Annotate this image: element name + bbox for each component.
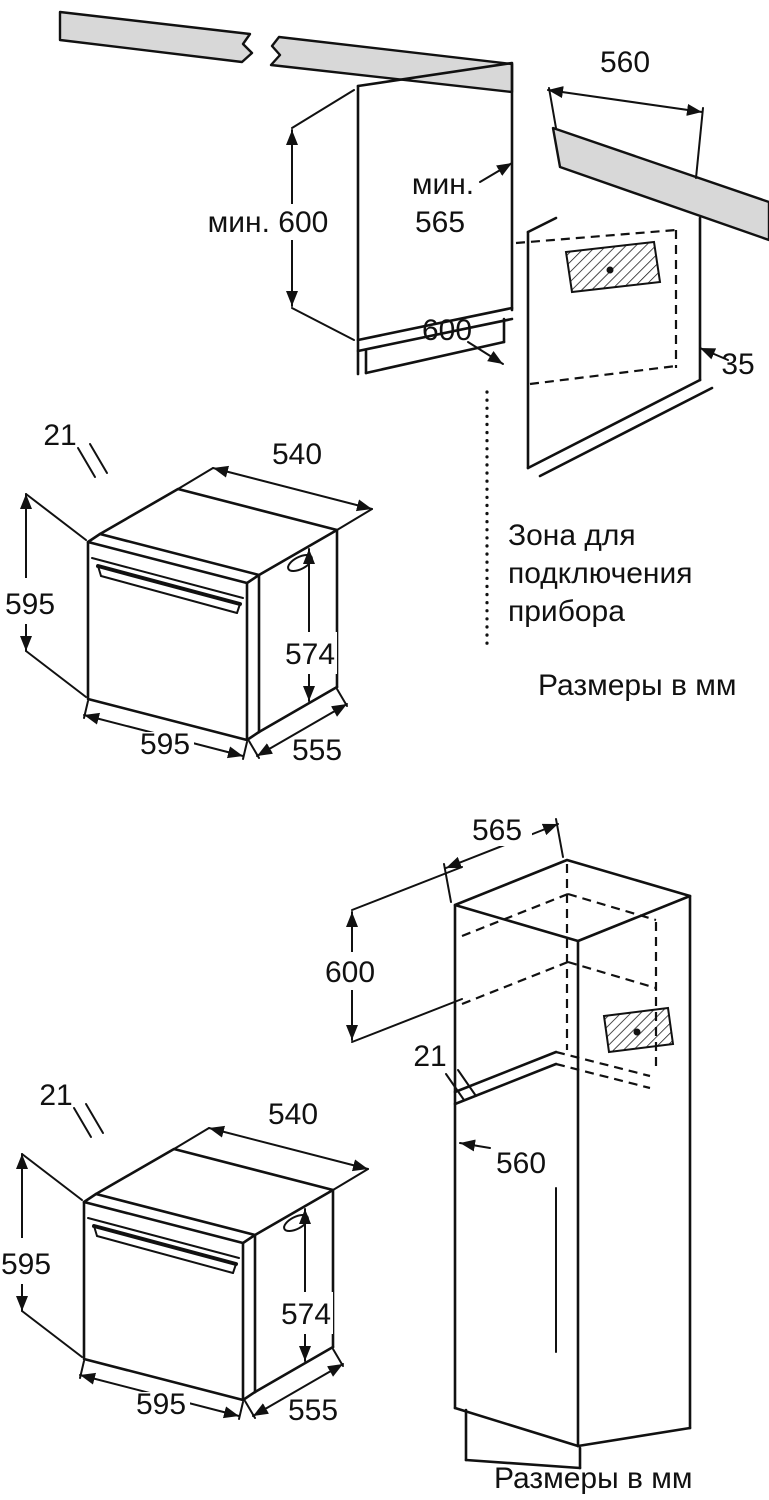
connection-point-dot-bottom	[633, 1028, 641, 1036]
dim-label-565-top: 565	[415, 206, 465, 239]
dim-inner-width-560: 560	[459, 1139, 546, 1180]
oven-bottom-dim-555: 555	[288, 1394, 338, 1427]
dim-section-height-600: 600	[318, 866, 463, 1043]
oven-bottom-dim-574: 574	[281, 1298, 331, 1331]
dim-label-min-600: мин. 600	[208, 206, 329, 239]
zone-label-line2: подключения	[508, 557, 692, 590]
dim-shelf-offset-21: 21	[413, 1040, 477, 1101]
dim-min-height-600: мин. 600	[198, 89, 355, 341]
oven-bottom-drawing: 21 540 595 574 595 555	[1, 1079, 368, 1427]
connection-zone-hatch-bottom	[602, 1006, 675, 1054]
oven-top-dim-21: 21	[43, 419, 76, 452]
dim-label-35: 35	[721, 348, 754, 381]
oven-top-dim-555: 555	[292, 734, 342, 767]
zone-label-line3: прибора	[508, 595, 625, 628]
dim-label-565-bottom: 565	[472, 814, 522, 847]
oven-bottom-dim-540: 540	[268, 1098, 318, 1131]
oven-bottom-dim-595-height: 595	[1, 1248, 51, 1281]
connection-zone-label: Зона для подключения прибора	[508, 519, 692, 628]
oven-top-dim-595-height: 595	[5, 588, 55, 621]
oven-bottom-dim-21: 21	[39, 1079, 72, 1112]
dim-rear-gap-35: 35	[699, 347, 755, 381]
countertop-left	[58, 10, 514, 94]
dim-label-min-prefix: мин.	[412, 168, 474, 201]
dim-label-21-shelf: 21	[413, 1040, 446, 1073]
niche-hidden-edges	[515, 228, 678, 386]
dim-label-560-top: 560	[600, 46, 650, 79]
oven-top-drawing: 21 540 595 574 595 555	[5, 419, 372, 767]
connection-zone-hatch	[564, 240, 662, 294]
oven-bottom-dim-595-width: 595	[136, 1388, 186, 1421]
oven-top-dim-574: 574	[285, 638, 335, 671]
dim-min-depth-565: мин. 565	[412, 162, 513, 239]
countertop-right	[551, 126, 769, 242]
oven-top-dim-595-width: 595	[140, 728, 190, 761]
top-niche-diagram: 560 мин. 600 мин. 565 600 35	[58, 10, 769, 702]
zone-label-line1: Зона для	[508, 519, 636, 552]
connection-point-dot	[606, 266, 614, 274]
dim-label-560-inner: 560	[496, 1147, 546, 1180]
tall-cabinet-body	[453, 858, 692, 1470]
oven-top-dim-540: 540	[272, 438, 322, 471]
dim-label-600-section: 600	[325, 956, 375, 989]
units-note-top: Размеры в мм	[538, 669, 737, 702]
tall-cabinet-diagram: 565 600 21 560 Размеры в мм	[318, 812, 693, 1495]
tall-cabinet-hidden-edges	[461, 864, 658, 1090]
base-cabinet	[356, 61, 514, 376]
dim-bottom-width-600: 600	[422, 314, 504, 365]
units-note-bottom: Размеры в мм	[494, 1462, 693, 1495]
dim-depth-565-bottom: 565	[443, 812, 564, 903]
dim-top-width-560: 560	[547, 46, 704, 179]
dim-label-600-bottom: 600	[422, 314, 472, 347]
